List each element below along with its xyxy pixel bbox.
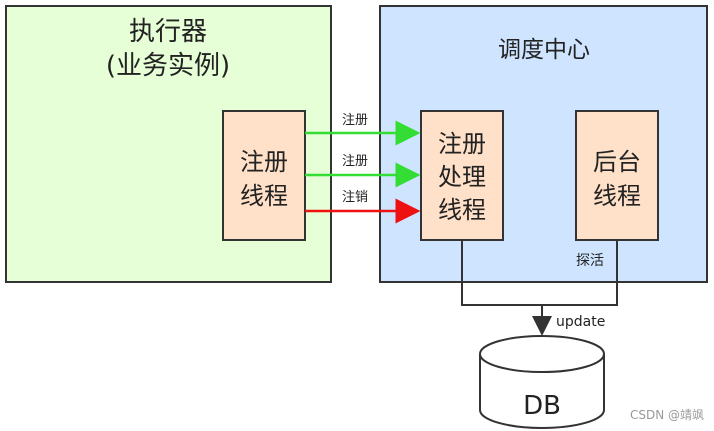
register-handler-line2: 处理 xyxy=(438,163,486,191)
executor-thread-line2: 线程 xyxy=(240,182,288,210)
register-handler-thread-box xyxy=(420,110,504,241)
register-handler-line3: 线程 xyxy=(438,196,486,224)
executor-thread-line1: 注册 xyxy=(240,148,288,176)
register-arrow-1-label: 注册 xyxy=(342,113,368,128)
db-label: DB xyxy=(523,391,561,421)
executor-title: 执行器 xyxy=(129,17,207,47)
register-handler-line1: 注册 xyxy=(438,130,486,158)
executor-subtitle: (业务实例) xyxy=(106,51,230,81)
executor-register-thread-box xyxy=(222,110,306,241)
probe-label: 探活 xyxy=(576,253,604,269)
backend-thread-line2: 线程 xyxy=(593,182,641,210)
db-connector xyxy=(461,240,618,306)
watermark: CSDN @靖飒 xyxy=(629,408,704,422)
database-cylinder xyxy=(479,335,605,429)
register-arrow-2-label: 注册 xyxy=(342,154,368,169)
scheduler-title: 调度中心 xyxy=(498,37,590,63)
backend-thread-line1: 后台 xyxy=(593,148,641,176)
unregister-arrow-label: 注销 xyxy=(342,190,368,205)
update-label: update xyxy=(556,314,605,330)
